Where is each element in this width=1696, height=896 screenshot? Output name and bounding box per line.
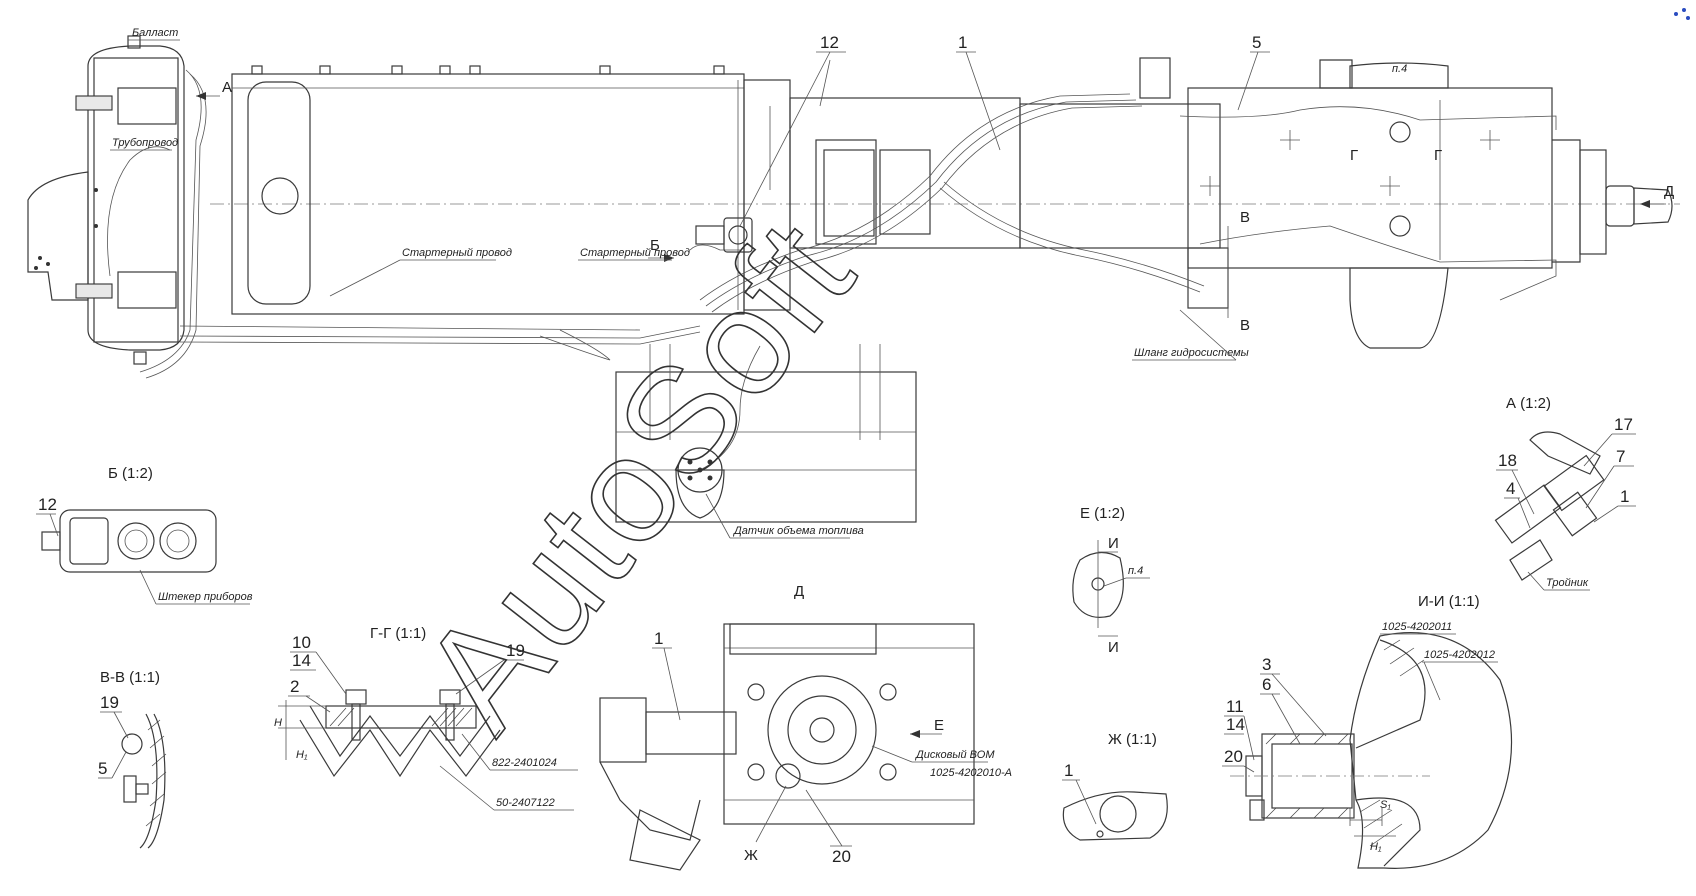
transmission-body [743, 57, 1673, 349]
section-gg-title: Г-Г (1:1) [370, 625, 426, 642]
callout-18-view-a: 18 [1498, 451, 1517, 470]
callout-12-view-b: 12 [38, 495, 57, 514]
tee-label: Тройник [1546, 577, 1589, 589]
view-zh: Ж (1:1) 1 [1062, 731, 1168, 841]
callout-10-gg: 10 [292, 633, 311, 652]
main-plan-view: А Б Д В В Г Г Балласт Трубопровод Старте… [27, 27, 1680, 539]
callout-17-view-a: 17 [1614, 415, 1633, 434]
part-011-label: 1025-4202011 [1382, 621, 1452, 633]
section-g-g: Г-Г (1:1) H H₁ 10 14 2 19 822-2401024 50… [274, 625, 578, 811]
callout-6-ii: 6 [1262, 675, 1271, 694]
fuel-tank [231, 65, 745, 315]
section-i-arrow-label: И [1108, 535, 1119, 552]
callout-20-view-d: 20 [832, 847, 851, 866]
view-d-pto: Д Дисковый ВОМ 1025-4202010-А Е 1 20 Ж [599, 583, 1012, 871]
fuel-sensor-label: Датчик объема топлива [732, 525, 864, 537]
callout-1-main: 1 [958, 33, 967, 52]
rear-wheel-area [615, 344, 917, 523]
section-ii-title: И-И (1:1) [1418, 593, 1480, 610]
hydraulic-and-wire-harness [179, 59, 1557, 471]
section-v-v: В-В (1:1) 19 5 [98, 669, 167, 849]
callout-1-view-zh: 1 [1064, 761, 1073, 780]
callout-19-gg: 19 [506, 641, 525, 660]
pipeline-label: Трубопровод [112, 137, 178, 149]
view-b-arrow-label: Б [650, 237, 660, 254]
view-a-arrow-label: А [222, 79, 232, 96]
section-vv-title: В-В (1:1) [100, 669, 160, 686]
callout-5-main: 5 [1252, 33, 1261, 52]
callout-1-view-d: 1 [654, 629, 663, 648]
view-d-title: Д [794, 583, 804, 600]
part-822-label: 822-2401024 [492, 757, 557, 769]
ballast-label: Балласт [132, 27, 178, 39]
view-a-title: А (1:2) [1506, 395, 1551, 412]
dim-h1-label-gg: H₁ [296, 749, 308, 761]
dim-s1-label: S₁ [1380, 799, 1391, 811]
callout-2-gg: 2 [290, 677, 299, 696]
section-g-arrow-label: Г [1350, 147, 1358, 164]
callout-1-view-a: 1 [1620, 487, 1629, 506]
view-e-arrow-label: Е [934, 717, 944, 734]
view-e: Е (1:2) И И п.4 [1072, 505, 1150, 656]
p4-label-b: п.4 [1128, 565, 1143, 577]
autosoft-watermark: AutoSoft [388, 189, 886, 760]
p4-label-a: п.4 [1392, 63, 1407, 75]
ballast-block [27, 35, 207, 379]
corner-logo-mark [1674, 8, 1690, 20]
dim-h1-label-ii: H₁ [1370, 841, 1382, 853]
instrument-plug-label: Штекер приборов [158, 591, 253, 603]
part-012-label: 1025-4202012 [1424, 649, 1495, 661]
section-g-arrow-label-2: Г [1434, 147, 1442, 164]
section-i-arrow-label-2: И [1108, 639, 1119, 656]
disc-pto-label: Дисковый ВОМ [914, 749, 995, 761]
hydraulic-hose-label: Шланг гидросистемы [1134, 347, 1249, 359]
pto-part-number: 1025-4202010-А [930, 767, 1012, 779]
view-zh-arrow-label: Ж [744, 847, 758, 864]
view-a-tee-fitting: А (1:2) 17 18 4 7 1 Тройник [1494, 395, 1636, 591]
main-view-annotations: А Б Д В В Г Г Балласт Трубопровод Старте… [110, 27, 1674, 539]
view-b-instrument-plug: Б (1:2) 12 Штекер приборов [36, 465, 253, 605]
dim-h-label: H [274, 717, 282, 729]
view-d-arrow-label: Д [1664, 183, 1674, 200]
callout-11-ii: 11 [1226, 697, 1244, 716]
callout-14-gg: 14 [292, 651, 311, 670]
starter-wire-label-1: Стартерный провод [402, 247, 512, 259]
section-v-arrow-label-2: В [1240, 317, 1250, 334]
view-e-title: Е (1:2) [1080, 505, 1125, 522]
callout-12-main: 12 [820, 33, 839, 52]
callout-5-vv: 5 [98, 759, 107, 778]
callout-4-view-a: 4 [1506, 479, 1515, 498]
starter-wire-label-2: Стартерный провод [580, 247, 690, 259]
section-v-arrow-label: В [1240, 209, 1250, 226]
callout-20-ii: 20 [1224, 747, 1243, 766]
section-i-i: И-И (1:1) S₁ H₁ 1025-4202011 1025-420201… [1222, 593, 1513, 869]
callout-3-ii: 3 [1262, 655, 1271, 674]
instrument-connector-mount [695, 217, 753, 253]
view-b-title: Б (1:2) [108, 465, 153, 482]
view-zh-title: Ж (1:1) [1108, 731, 1157, 748]
part-50-label: 50-2407122 [496, 797, 555, 809]
callout-7-view-a: 7 [1616, 447, 1625, 466]
callout-14-ii: 14 [1226, 715, 1245, 734]
callout-19-vv: 19 [100, 693, 119, 712]
watermark-text: AutoSoft [389, 190, 885, 759]
